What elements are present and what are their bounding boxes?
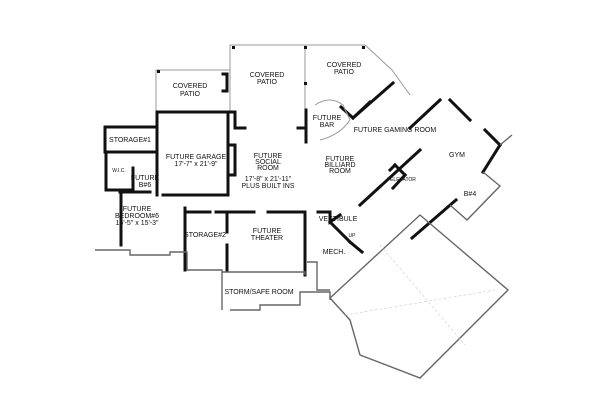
- room-label-covered-patio-left: COVERED: [173, 83, 208, 90]
- room-label-gym: GYM: [449, 152, 465, 159]
- room-label-storage-1: STORAGE#1: [109, 137, 151, 144]
- room-label-billiard-room: FUTURE: [326, 156, 355, 163]
- room-label-future-bar: FUTURE: [313, 115, 342, 122]
- room-label-future-theater-2: THEATER: [251, 235, 283, 242]
- room-label-covered-patio-right-2: PATIO: [334, 69, 355, 76]
- patio-outlines: [155, 44, 411, 128]
- room-label-future-bath-6: FUTURE: [131, 175, 160, 182]
- lower-outline: [95, 249, 331, 311]
- room-label-elevator: ELEVATOR: [390, 177, 416, 183]
- room-label-covered-patio-right: COVERED: [327, 62, 362, 69]
- garage-shell: [329, 214, 510, 379]
- room-label-bedroom-6-2: BEDROOM#6: [115, 213, 159, 220]
- stair-up-label: UP: [349, 233, 357, 239]
- room-label-future-garage-dims: 17'-7" x 21'-9": [174, 161, 218, 168]
- bar-counter: [314, 99, 351, 141]
- room-label-future-theater: FUTURE: [253, 228, 282, 235]
- room-label-storage-2: STORAGE#2: [184, 232, 226, 239]
- room-label-social-room: FUTURE: [254, 153, 283, 160]
- room-label-billiard-room-2: BILLIARD: [324, 162, 355, 169]
- room-label-social-room-note: PLUS BUILT INS: [241, 183, 294, 190]
- room-label-wic: W.I.C.: [112, 168, 126, 174]
- room-label-billiard-room-3: ROOM: [329, 168, 351, 175]
- room-label-future-gaming-room: FUTURE GAMING ROOM: [354, 127, 437, 134]
- room-label-bath-4: B#4: [464, 191, 477, 198]
- room-label-vestibule: VESTIBULE: [319, 216, 358, 223]
- room-label-future-garage: FUTURE GARAGE: [166, 154, 227, 161]
- room-label-covered-patio-left-2: PATIO: [180, 91, 201, 98]
- room-label-bedroom-6: FUTURE: [123, 206, 152, 213]
- room-label-storm-safe-room: STORM/SAFE ROOM: [224, 289, 293, 296]
- room-label-social-room-dims: 17'-8" x 21'-11": [245, 176, 292, 183]
- room-label-covered-patio-center: COVERED: [250, 72, 285, 79]
- room-label-bedroom-6-dims: 16'-5" x 15'-3": [115, 220, 159, 227]
- walls: [103, 72, 513, 277]
- room-label-future-bath-6-2: B#6: [139, 182, 152, 189]
- room-label-future-bar-2: BAR: [320, 122, 334, 129]
- room-label-social-room-3: ROOM: [257, 165, 279, 172]
- room-label-social-room-2: SOCIAL: [255, 159, 281, 166]
- room-label-covered-patio-center-2: PATIO: [257, 79, 278, 86]
- room-label-mech: MECH.: [323, 249, 346, 256]
